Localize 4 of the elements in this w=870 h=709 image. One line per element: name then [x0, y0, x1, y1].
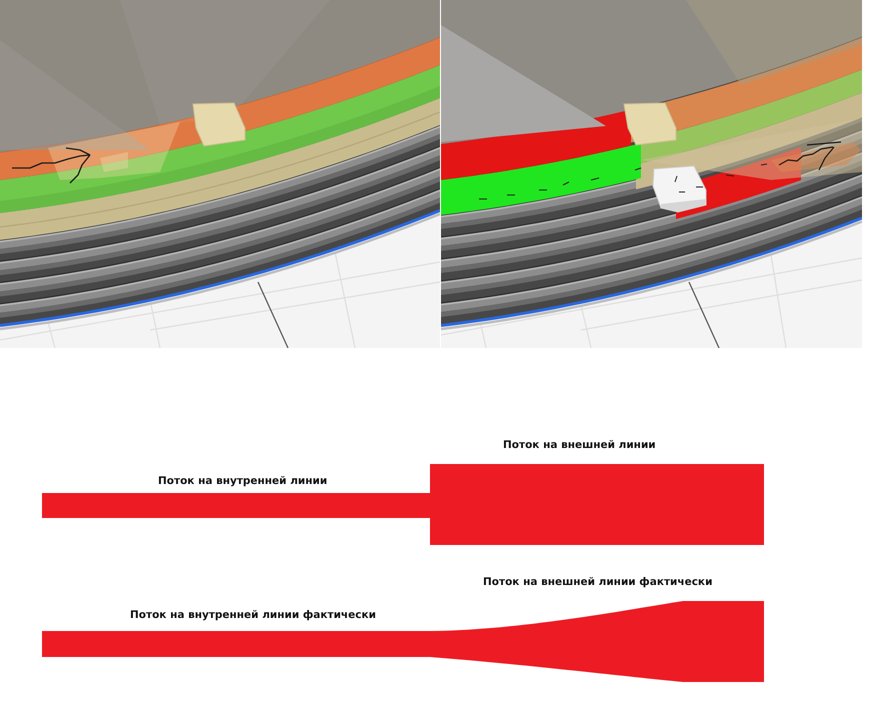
flow-label: Поток на внутренней линии [158, 474, 328, 488]
flow-label: Поток на внешней линии фактически [483, 575, 712, 589]
flow-label: Поток на внешней линии [503, 438, 656, 452]
flow-label: Поток на внутренней линии фактически [130, 608, 376, 622]
